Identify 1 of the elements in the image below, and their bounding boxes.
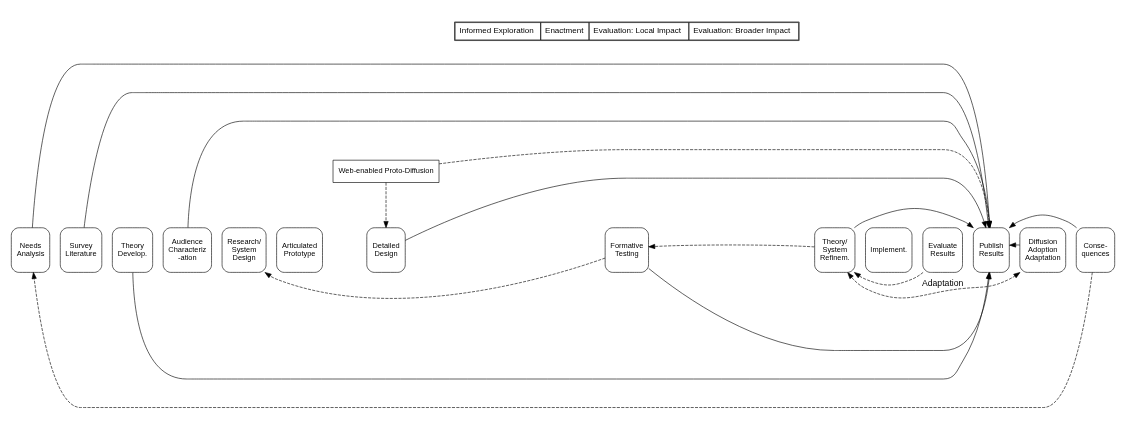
edge-label: Adaptation	[921, 278, 964, 289]
